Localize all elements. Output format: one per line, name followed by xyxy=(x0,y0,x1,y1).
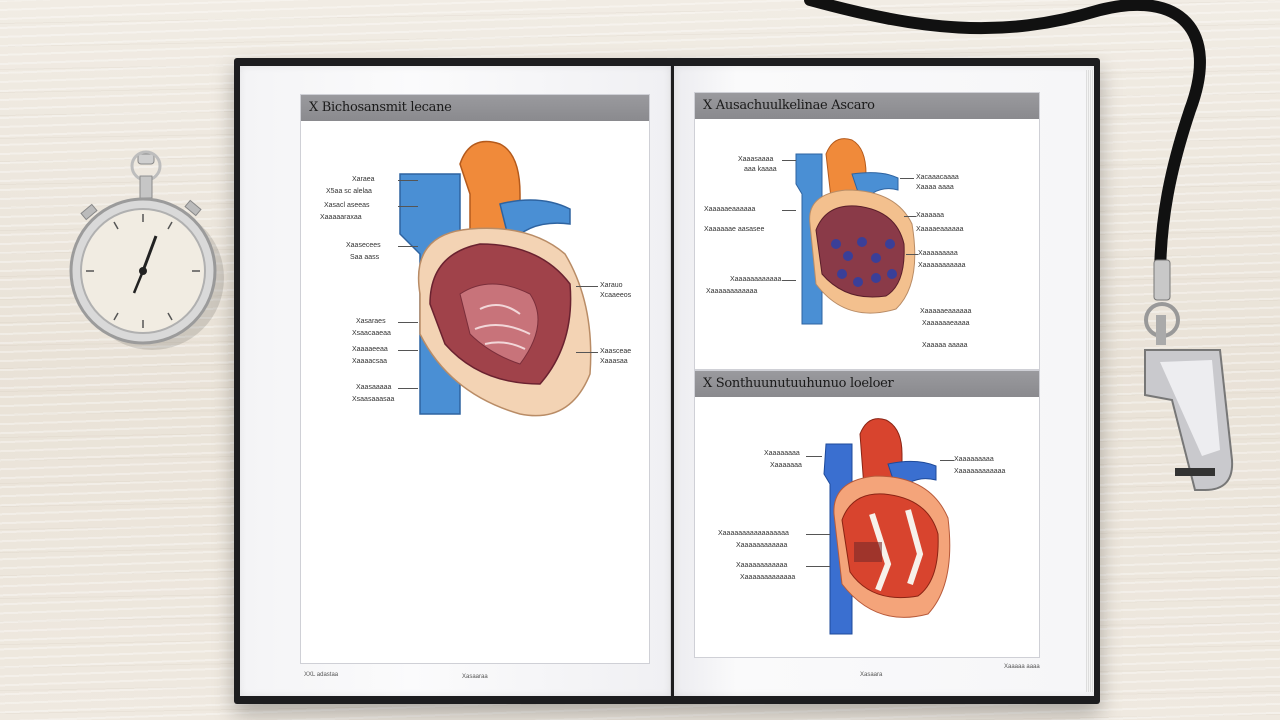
diagram-label: Xaaaaaaeaaaa xyxy=(922,320,970,327)
page-footer: XXL adastaa xyxy=(304,672,339,678)
panel-title: X Bichosansmit lecane xyxy=(301,95,649,121)
diagram-label: Xarauo xyxy=(600,282,623,289)
label-leader xyxy=(806,534,830,535)
diagram-label: Xcaaeeos xyxy=(600,292,632,299)
diagram-label: Xsaacaaeaa xyxy=(352,330,391,337)
diagram-label: Xaaaaaaaaaaaa xyxy=(736,542,788,549)
diagram-label: Xaaasaa xyxy=(600,358,628,365)
stopwatch-icon xyxy=(69,150,224,350)
page-footer: Xasaara xyxy=(860,672,883,678)
diagram-label: Xaaaaaaaaaaaa xyxy=(706,288,758,295)
diagram-label: aaa kaaaa xyxy=(744,166,777,173)
panel-title: X Ausachuulkelinae Ascaro xyxy=(695,93,1039,119)
diagram-label: Xasacl aseeas xyxy=(324,202,370,209)
diagram-label: Xaasecees xyxy=(346,242,381,249)
label-leader xyxy=(782,160,796,161)
diagram-label: Xaaaaaaaa xyxy=(764,450,800,457)
page-footer: Xaaaaa aaaa xyxy=(1004,664,1040,670)
label-leader xyxy=(806,566,830,567)
diagram-label: Xaasceae xyxy=(600,348,632,355)
diagram-label: Saa aass xyxy=(350,254,380,261)
label-leader xyxy=(782,280,796,281)
diagram-label: Xaaaaaeaaaaaa xyxy=(704,206,756,213)
diagram-label: Xaaaaaaaaaaaaaaaaa xyxy=(718,530,789,537)
diagram-label: Xaaaaaaaaa xyxy=(918,250,958,257)
diagram-label: Xaaaaaaaaaaaa xyxy=(954,468,1006,475)
diagram-label: Xaaasaaaa xyxy=(738,156,774,163)
heart-cross-section-diagram xyxy=(795,138,916,325)
diagram-label: Xasaraes xyxy=(356,318,386,325)
diagram-label: Xaaaaaaaaaaaaa xyxy=(740,574,796,581)
diagram-label: Xaaaaaae aasasee xyxy=(704,226,765,233)
diagram-label: Xaaaacsaa xyxy=(352,358,388,365)
diagram-label: Xaaaaaaa xyxy=(770,462,802,469)
label-leader xyxy=(806,456,822,457)
diagram-label: Xaaaaaa xyxy=(916,212,945,219)
heart-anatomy-diagram-large xyxy=(399,140,592,417)
diagram-label: Xaaaaeaaaaaa xyxy=(916,226,964,233)
diagram-label: X5aa sc alelaa xyxy=(326,188,372,195)
diagram-label: Xaraea xyxy=(352,176,375,183)
whistle-icon xyxy=(804,0,1234,491)
panel-title: X Sonthuunutuuhunuo loeloer xyxy=(695,371,1039,397)
page-footer: Xasaaraa xyxy=(462,674,488,680)
label-leader xyxy=(940,460,954,461)
label-leader xyxy=(900,178,914,179)
diagram-label: Xaaaaaaaaa xyxy=(954,456,994,463)
label-leader xyxy=(782,210,796,211)
label-leader xyxy=(904,216,916,217)
diagram-label: Xaaaaaraxaa xyxy=(320,214,362,221)
diagram-label: Xacaaacaaaa xyxy=(916,174,959,181)
page-edges xyxy=(1086,70,1094,692)
diagram-label: Xaaaa aaaa xyxy=(916,184,954,191)
heart-circulation-diagram xyxy=(823,418,951,635)
diagram-label: Xaaaaaaaaaaa xyxy=(918,262,966,269)
diagram-label: Xsaasaaasaa xyxy=(352,396,395,403)
diagram-label: Xaaaaeeaa xyxy=(352,346,388,353)
diagram-label: Xaaaaaaaaaaaa xyxy=(730,276,782,283)
diagram-label: Xaasaaaaa xyxy=(356,384,392,391)
label-leader xyxy=(906,254,918,255)
diagram-label: Xaaaaaeaaaaaa xyxy=(920,308,972,315)
diagram-label: Xaaaaa aaaaa xyxy=(922,342,968,349)
diagram-label: Xaaaaaaaaaaaa xyxy=(736,562,788,569)
